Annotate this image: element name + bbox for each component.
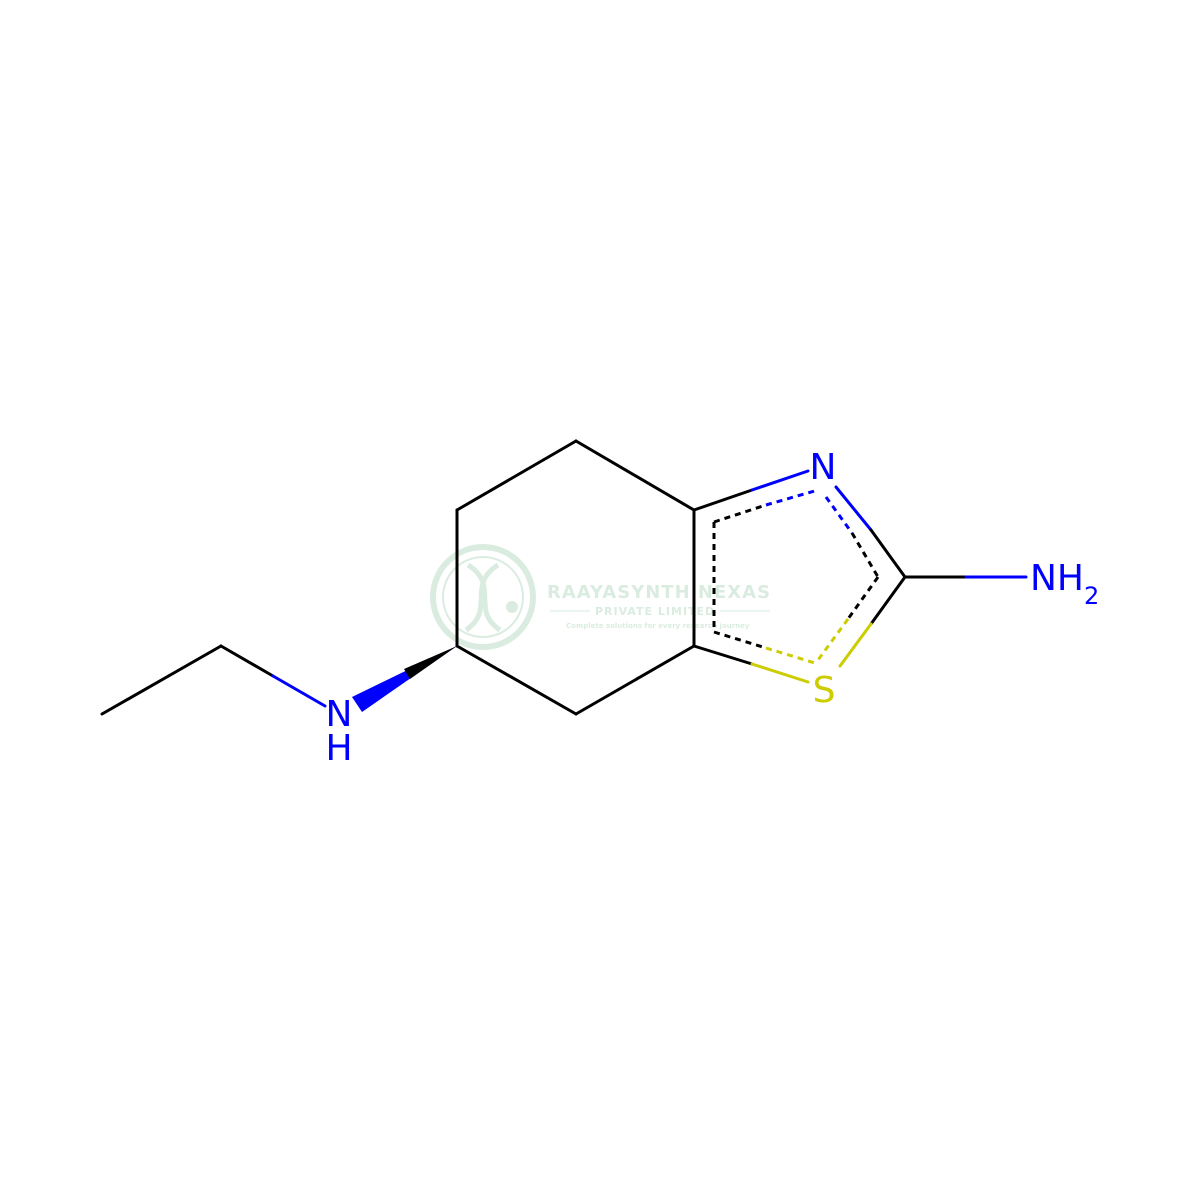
watermark-logo-ring <box>430 544 536 650</box>
watermark-company: RAAYASYNTH NEXAS <box>547 582 771 603</box>
bond-ring-c5-c4 <box>455 439 578 512</box>
aromatic-dash-5a <box>713 630 767 650</box>
watermark-tagline: Complete solutions for every research jo… <box>566 622 750 630</box>
aromatic-dash-4b <box>816 618 850 661</box>
bonds <box>100 439 1028 716</box>
watermark: RAAYASYNTH NEXAS PRIVATE LIMITED Complet… <box>430 544 771 650</box>
watermark-subtitle: PRIVATE LIMITED <box>595 605 715 618</box>
aromatic-dashes <box>712 488 880 666</box>
watermark-node-icon <box>506 601 518 613</box>
bond-c2-s-black <box>869 575 907 626</box>
bond-ethyl-cn-black <box>219 644 275 678</box>
bond-ring-c7a-c7 <box>574 644 696 716</box>
bond-n-c2-black <box>869 528 907 579</box>
atom-sulfur: S <box>813 670 836 711</box>
atom-amine-n: N <box>326 694 353 735</box>
wedge-bond-black <box>404 646 457 679</box>
bond-ethyl-cn-blue <box>271 674 327 708</box>
aromatic-dash-3b <box>850 532 880 578</box>
atom-amino-nh2-subscript: 2 <box>1084 582 1099 610</box>
aromatic-dash-5b <box>765 646 819 666</box>
bond-ethyl-cc <box>100 644 223 716</box>
bond-ring-c4-c3a <box>574 439 696 512</box>
bond-c3a-n-blue <box>750 469 810 492</box>
watermark-logo-inner <box>442 556 524 638</box>
bond-n-c2-blue <box>834 485 873 532</box>
aromatic-dash-2b <box>765 488 819 507</box>
watermark-dna-icon <box>464 562 502 633</box>
bond-c2-s-yellow <box>838 622 873 668</box>
atom-amino-nh2: NH <box>1030 558 1084 599</box>
bond-c3a-n-black <box>692 488 754 512</box>
atom-amine-h: H <box>325 728 352 769</box>
bond-c7a-s-black <box>692 644 754 666</box>
aromatic-dash-4a <box>846 576 880 620</box>
atom-ring-n: N <box>810 447 837 488</box>
bond-ring-c7-c6 <box>455 644 578 716</box>
aromatic-dash-2a <box>713 503 767 524</box>
atom-labels: N S N H NH 2 <box>325 447 1099 769</box>
aromatic-dash-3a <box>824 496 854 534</box>
bond-c7a-s-yellow <box>750 662 810 684</box>
